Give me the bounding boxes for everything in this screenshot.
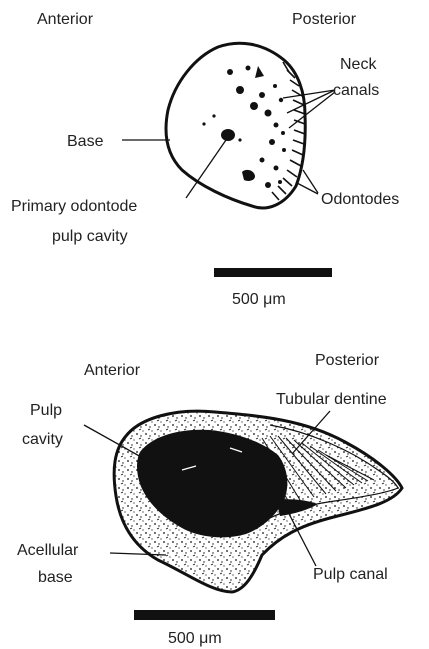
odontodes-label: Odontodes	[321, 191, 399, 208]
base-label: Base	[67, 133, 104, 150]
primary-odontode-label-line1: Primary odontode	[11, 198, 137, 215]
top-scale-outline	[166, 43, 305, 208]
primary-pulp-cavity	[221, 129, 235, 141]
neck-canals-label-line1: Neck	[340, 56, 377, 73]
pulp-canal-label: Pulp canal	[313, 566, 388, 583]
top-scale-bar	[214, 268, 332, 277]
tubular-dentine-label: Tubular dentine	[276, 391, 387, 408]
top-posterior-label: Posterior	[292, 11, 357, 28]
top-scale-bar-label: 500 μm	[232, 291, 286, 308]
top-panel: Anterior Posterior Neck canals Base Odon…	[11, 11, 399, 308]
pulp-cavity-label-line2: cavity	[22, 431, 63, 448]
neck-canals-label-line2: canals	[333, 82, 379, 99]
bottom-posterior-label: Posterior	[315, 352, 380, 369]
acellular-base-label-line2: base	[38, 569, 73, 586]
bottom-scale-bar-label: 500 μm	[168, 630, 222, 647]
top-anterior-label: Anterior	[37, 11, 94, 28]
bottom-panel: Anterior Posterior Pulp cavity Tubular d…	[17, 352, 402, 647]
primary-odontode-label-line2: pulp cavity	[52, 228, 128, 245]
acellular-base-label-line1: Acellular	[17, 542, 79, 559]
pulp-cavity-label-line1: Pulp	[30, 402, 62, 419]
bottom-anterior-label: Anterior	[84, 362, 141, 379]
bottom-scale-bar	[134, 610, 275, 620]
